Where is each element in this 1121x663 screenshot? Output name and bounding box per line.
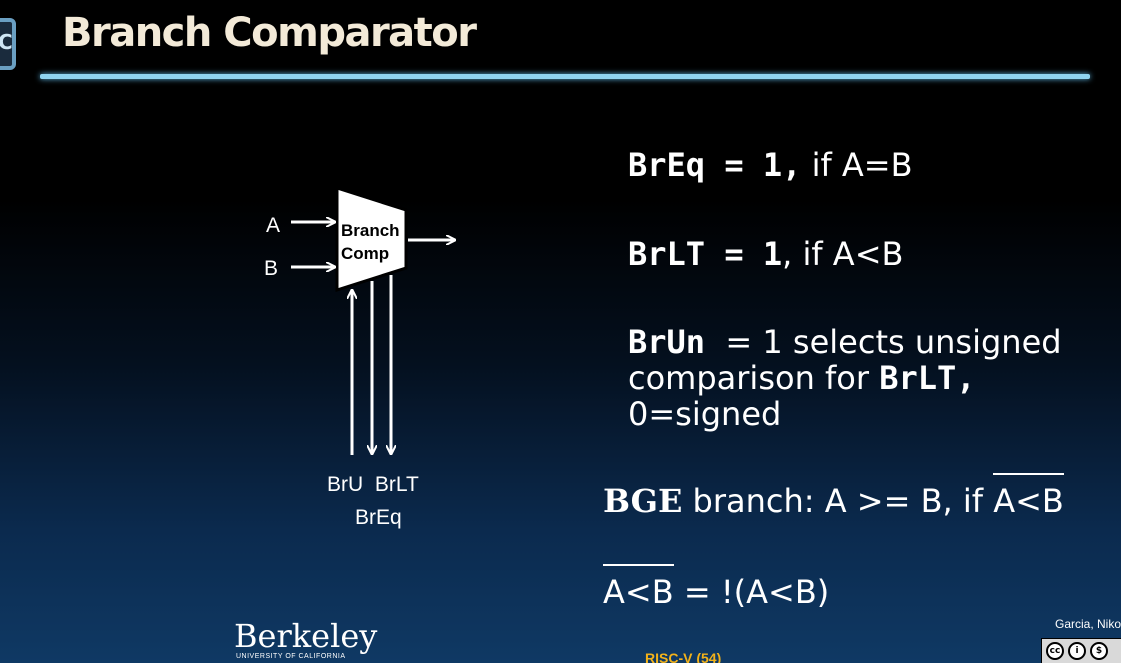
- block-label-line2: Comp: [341, 244, 389, 263]
- berkeley-subtitle: UNIVERSITY OF CALIFORNIA: [236, 653, 346, 660]
- bottom-labels-row1: BrU BrLT: [327, 473, 419, 496]
- bge-signal: BGE: [603, 482, 683, 520]
- creative-commons-badge: cc i $: [1041, 638, 1121, 663]
- brlt-definition: BrLT = 1, if A<B: [628, 235, 903, 273]
- brlt-condition: , if A<B: [782, 235, 904, 273]
- brun-line3: 0=signed: [628, 395, 782, 433]
- brun-line2: comparison for BrLT,: [628, 360, 1062, 396]
- bge-overline-expr: A<B: [993, 473, 1064, 520]
- not-definition: A<B = !(A<B): [603, 564, 830, 611]
- brun-definition: BrUn = 1 selects unsigned comparison for…: [628, 324, 1062, 432]
- noncommercial-icon: $: [1090, 642, 1108, 660]
- chip-logo-letter: C: [0, 30, 13, 54]
- brun-line1: BrUn = 1 selects unsigned: [628, 324, 1062, 360]
- brlt-signal: BrLT: [628, 235, 706, 273]
- breq-value: 1,: [762, 146, 802, 184]
- brun-text1: = 1 selects unsigned: [705, 323, 1062, 361]
- branch-comp-block: [335, 185, 408, 293]
- author-credit: Garcia, Nikolić: [1055, 617, 1121, 631]
- bge-definition: BGE branch: A >= B, if A<B: [603, 473, 1064, 520]
- breq-op: =: [705, 146, 763, 184]
- brun-text2: comparison for: [628, 359, 880, 397]
- input-b-label: B: [264, 257, 278, 280]
- breq-definition: BrEq = 1, if A=B: [628, 146, 913, 184]
- berkeley-logo: Berkeley: [234, 617, 378, 655]
- title-divider: [40, 74, 1090, 79]
- brlt-op: =: [705, 235, 763, 273]
- breq-condition: if A=B: [801, 146, 913, 184]
- not-text: = !(A<B): [673, 573, 830, 611]
- cc-icon: cc: [1046, 642, 1064, 660]
- block-label-line1: Branch: [341, 221, 400, 240]
- brun-bold: BrLT,: [879, 359, 976, 397]
- breq-signal: BrEq: [628, 146, 706, 184]
- bge-text: branch: A >= B, if: [682, 482, 994, 520]
- brlt-value: 1: [762, 235, 783, 273]
- slide-number: RISC-V (54): [645, 650, 722, 663]
- not-overline-expr: A<B: [603, 564, 674, 611]
- chip-logo-icon: C: [0, 18, 16, 70]
- bottom-labels-row2: BrEq: [355, 506, 402, 529]
- input-a-label: A: [266, 214, 280, 237]
- brun-signal: BrUn: [628, 323, 706, 361]
- slide-title: Branch Comparator: [62, 10, 477, 56]
- attribution-icon: i: [1068, 642, 1086, 660]
